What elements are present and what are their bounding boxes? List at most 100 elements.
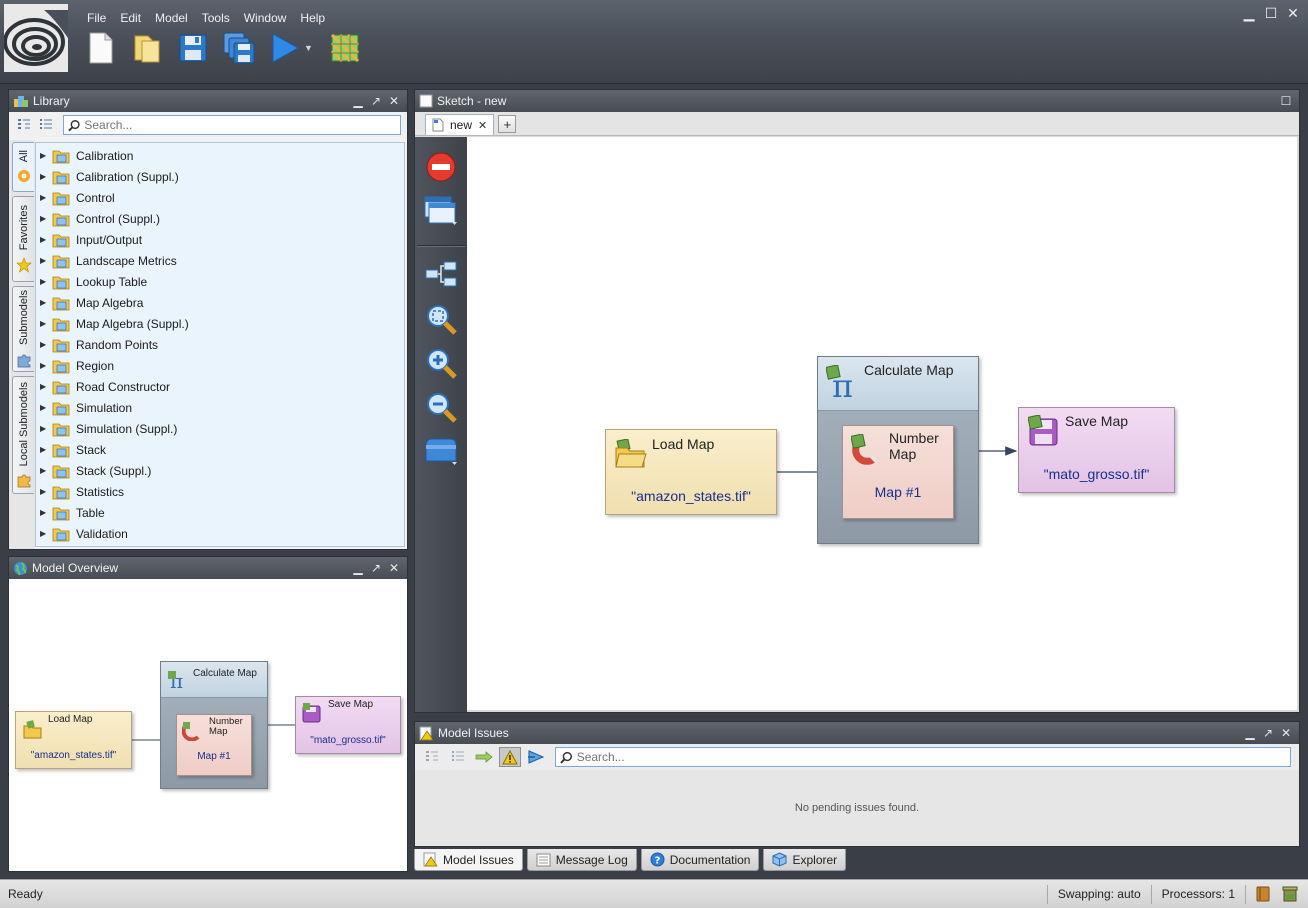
- menu-file[interactable]: File: [87, 11, 107, 25]
- expand-arrow-icon[interactable]: ▶: [40, 529, 47, 538]
- library-category-item[interactable]: ▶Calibration (Suppl.): [36, 166, 404, 187]
- container-button[interactable]: [423, 433, 459, 469]
- library-category-item[interactable]: ▶Map Algebra (Suppl.): [36, 313, 404, 334]
- overview-canvas[interactable]: Load Map "amazon_states.tif" π Calculate…: [9, 579, 407, 871]
- issues-tree-view-button[interactable]: [421, 747, 443, 767]
- expand-arrow-icon[interactable]: ▶: [40, 361, 47, 370]
- side-tab-all[interactable]: All: [12, 142, 34, 192]
- menu-model[interactable]: Model: [155, 11, 188, 25]
- run-options-dropdown[interactable]: ▼: [304, 43, 313, 53]
- list-view-button[interactable]: [35, 115, 57, 135]
- open-model-button[interactable]: [130, 30, 164, 66]
- expand-arrow-icon[interactable]: ▶: [40, 256, 47, 265]
- expand-arrow-icon[interactable]: ▶: [40, 403, 47, 412]
- expand-arrow-icon[interactable]: ▶: [40, 235, 47, 244]
- tree-view-button[interactable]: [13, 115, 35, 135]
- library-category-item[interactable]: ▶Control (Suppl.): [36, 208, 404, 229]
- status-memory-button[interactable]: [1280, 885, 1308, 904]
- sketch-canvas[interactable]: Load Map "amazon_states.tif" π Calculate…: [467, 137, 1297, 710]
- minimize-window-button[interactable]: ▁: [1243, 5, 1255, 21]
- library-category-item[interactable]: ▶Control: [36, 187, 404, 208]
- next-issue-button[interactable]: [473, 747, 495, 767]
- run-button[interactable]: [268, 30, 302, 66]
- issues-close-button[interactable]: ✕: [1280, 726, 1292, 740]
- library-category-item[interactable]: ▶Lookup Table: [36, 271, 404, 292]
- expand-arrow-icon[interactable]: ▶: [40, 319, 47, 328]
- tab-documentation[interactable]: ? Documentation: [640, 849, 760, 871]
- library-category-item[interactable]: ▶Statistics: [36, 481, 404, 502]
- expand-arrow-icon[interactable]: ▶: [40, 424, 47, 433]
- add-tab-button[interactable]: +: [498, 115, 517, 133]
- minimize-panel-button[interactable]: ▁: [353, 94, 363, 108]
- expand-arrow-icon[interactable]: ▶: [40, 466, 47, 475]
- library-category-item[interactable]: ▶Road Constructor: [36, 376, 404, 397]
- side-tab-favorites[interactable]: Favorites: [12, 196, 34, 282]
- overview-minimize-button[interactable]: ▁: [353, 561, 363, 575]
- show-warnings-toggle[interactable]: [499, 747, 521, 767]
- tab-explorer[interactable]: Explorer: [763, 849, 847, 871]
- overview-close-button[interactable]: ✕: [388, 561, 400, 575]
- expand-arrow-icon[interactable]: ▶: [40, 151, 47, 160]
- zoom-out-button[interactable]: [423, 389, 459, 425]
- menu-tools[interactable]: Tools: [201, 11, 230, 25]
- library-category-item[interactable]: ▶Landscape Metrics: [36, 250, 404, 271]
- tab-new[interactable]: new ✕: [425, 114, 495, 135]
- library-category-item[interactable]: ▶Region: [36, 355, 404, 376]
- expand-arrow-icon[interactable]: ▶: [40, 508, 47, 517]
- new-model-button[interactable]: [84, 30, 118, 66]
- library-category-item[interactable]: ▶Input/Output: [36, 229, 404, 250]
- library-category-item[interactable]: ▶Stack (Suppl.): [36, 460, 404, 481]
- windows-button[interactable]: [423, 193, 459, 229]
- library-category-item[interactable]: ▶Random Points: [36, 334, 404, 355]
- maximize-window-button[interactable]: ☐: [1264, 5, 1278, 21]
- remove-functor-button[interactable]: [423, 149, 459, 185]
- side-tab-local-submodels[interactable]: Local Submodels: [12, 376, 34, 494]
- status-book-button[interactable]: [1245, 884, 1280, 904]
- library-category-item[interactable]: ▶Table: [36, 502, 404, 523]
- overview-load-map-node[interactable]: Load Map "amazon_states.tif": [15, 711, 132, 769]
- zoom-in-button[interactable]: [423, 345, 459, 381]
- expand-arrow-icon[interactable]: ▶: [40, 445, 47, 454]
- issues-search-input[interactable]: [576, 750, 1290, 764]
- library-category-item[interactable]: ▶Map Algebra: [36, 292, 404, 313]
- expand-arrow-icon[interactable]: ▶: [40, 298, 47, 307]
- expand-arrow-icon[interactable]: ▶: [40, 277, 47, 286]
- library-category-item[interactable]: ▶Simulation (Suppl.): [36, 418, 404, 439]
- expand-arrow-icon[interactable]: ▶: [40, 193, 47, 202]
- close-tab-icon[interactable]: ✕: [478, 119, 488, 132]
- float-panel-button[interactable]: ↗: [370, 94, 382, 108]
- go-to-functor-button[interactable]: [525, 747, 547, 767]
- overview-float-button[interactable]: ↗: [370, 561, 382, 575]
- expand-arrow-icon[interactable]: ▶: [40, 172, 47, 181]
- sketch-maximize-button[interactable]: ☐: [1280, 94, 1292, 108]
- expand-arrow-icon[interactable]: ▶: [40, 340, 47, 349]
- close-window-button[interactable]: ✕: [1287, 5, 1299, 21]
- library-category-item[interactable]: ▶Simulation: [36, 397, 404, 418]
- zoom-fit-button[interactable]: [423, 301, 459, 337]
- expand-arrow-icon[interactable]: ▶: [40, 382, 47, 391]
- menu-window[interactable]: Window: [243, 11, 287, 25]
- side-tab-submodels[interactable]: Submodels: [12, 286, 34, 372]
- expand-arrow-icon[interactable]: ▶: [40, 487, 47, 496]
- issues-float-button[interactable]: ↗: [1262, 726, 1274, 740]
- save-all-button[interactable]: [222, 30, 256, 66]
- load-map-node[interactable]: Load Map "amazon_states.tif": [605, 429, 777, 515]
- overview-save-map-node[interactable]: Save Map "mato_grosso.tif": [295, 696, 401, 754]
- library-category-item[interactable]: ▶Stack: [36, 439, 404, 460]
- menu-help[interactable]: Help: [300, 11, 326, 25]
- arrange-functors-button[interactable]: [423, 257, 459, 293]
- issues-list-view-button[interactable]: [447, 747, 469, 767]
- tab-message-log[interactable]: Message Log: [526, 849, 637, 871]
- expand-arrow-icon[interactable]: ▶: [40, 214, 47, 223]
- library-search-input[interactable]: [84, 118, 400, 132]
- library-category-item[interactable]: ▶Calibration: [36, 145, 404, 166]
- save-model-button[interactable]: [176, 30, 210, 66]
- issues-minimize-button[interactable]: ▁: [1245, 726, 1255, 740]
- map-viewer-button[interactable]: [328, 30, 362, 66]
- library-category-item[interactable]: ▶Validation: [36, 523, 404, 544]
- save-map-node[interactable]: Save Map "mato_grosso.tif": [1018, 407, 1175, 493]
